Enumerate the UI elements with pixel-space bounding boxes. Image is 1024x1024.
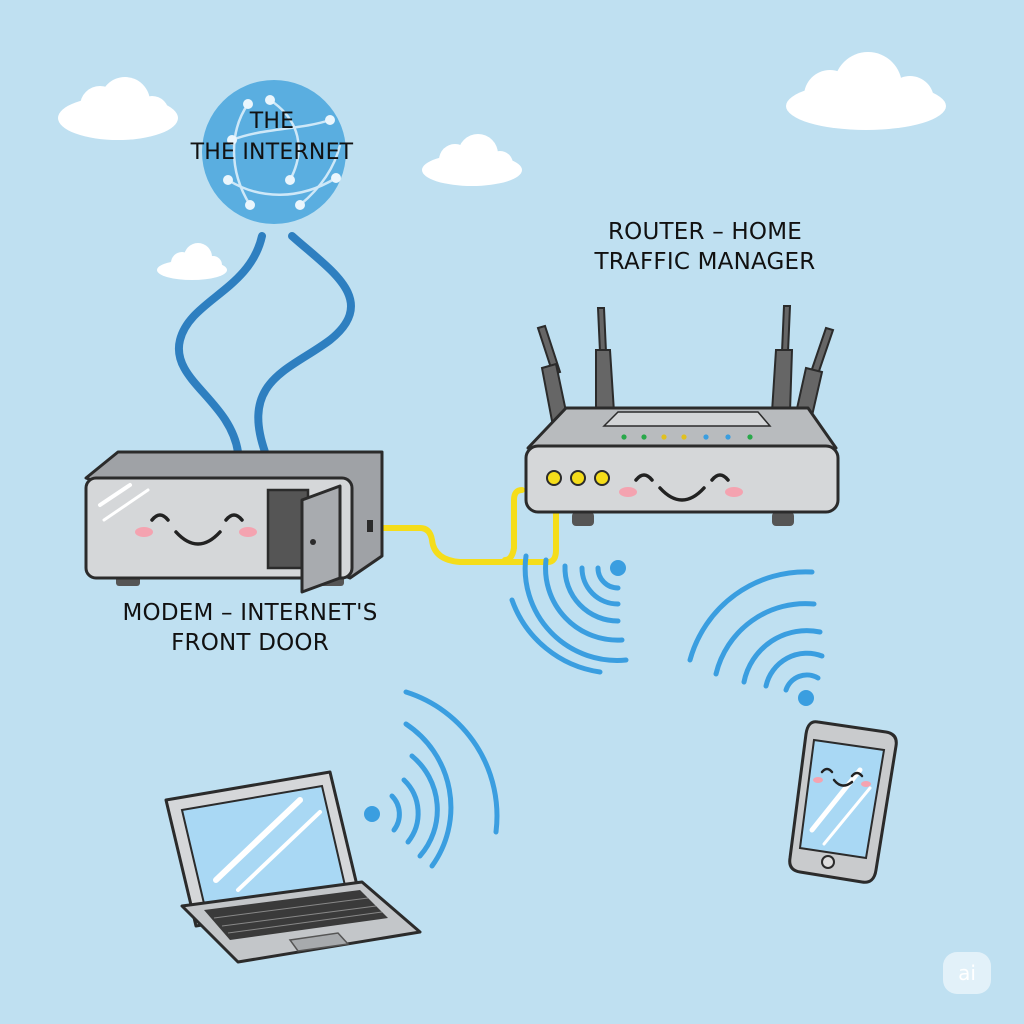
laptop-icon — [164, 770, 422, 964]
cloud-icon — [422, 134, 522, 186]
ethernet-cable — [369, 502, 559, 565]
wifi-waves-icon — [509, 553, 629, 675]
router-icon — [524, 305, 840, 526]
cloud-icon — [157, 243, 227, 280]
wifi-waves-icon — [364, 689, 500, 869]
router-label-line1: ROUTER – HOME — [608, 219, 802, 245]
internet-cable — [174, 232, 355, 456]
cloud-icon — [786, 52, 946, 130]
modem-icon — [84, 450, 384, 594]
modem-label-line2: FRONT DOOR — [171, 630, 329, 656]
smartphone-icon — [788, 720, 898, 884]
internet-label-line1: THE — [249, 109, 295, 134]
wifi-waves-icon — [687, 569, 825, 706]
cloud-icon — [58, 77, 178, 140]
globe-icon — [202, 80, 346, 224]
router-label: ROUTER – HOME TRAFFIC MANAGER — [560, 217, 850, 277]
modem-label-line1: MODEM – INTERNET'S — [122, 600, 378, 626]
watermark-badge: ai — [943, 952, 991, 994]
router-label-line2: TRAFFIC MANAGER — [594, 249, 816, 275]
internet-label-line2: THE INTERNET — [190, 140, 354, 165]
modem-label: MODEM – INTERNET'S FRONT DOOR — [100, 598, 400, 658]
internet-label: THE THE INTERNET — [172, 106, 372, 168]
